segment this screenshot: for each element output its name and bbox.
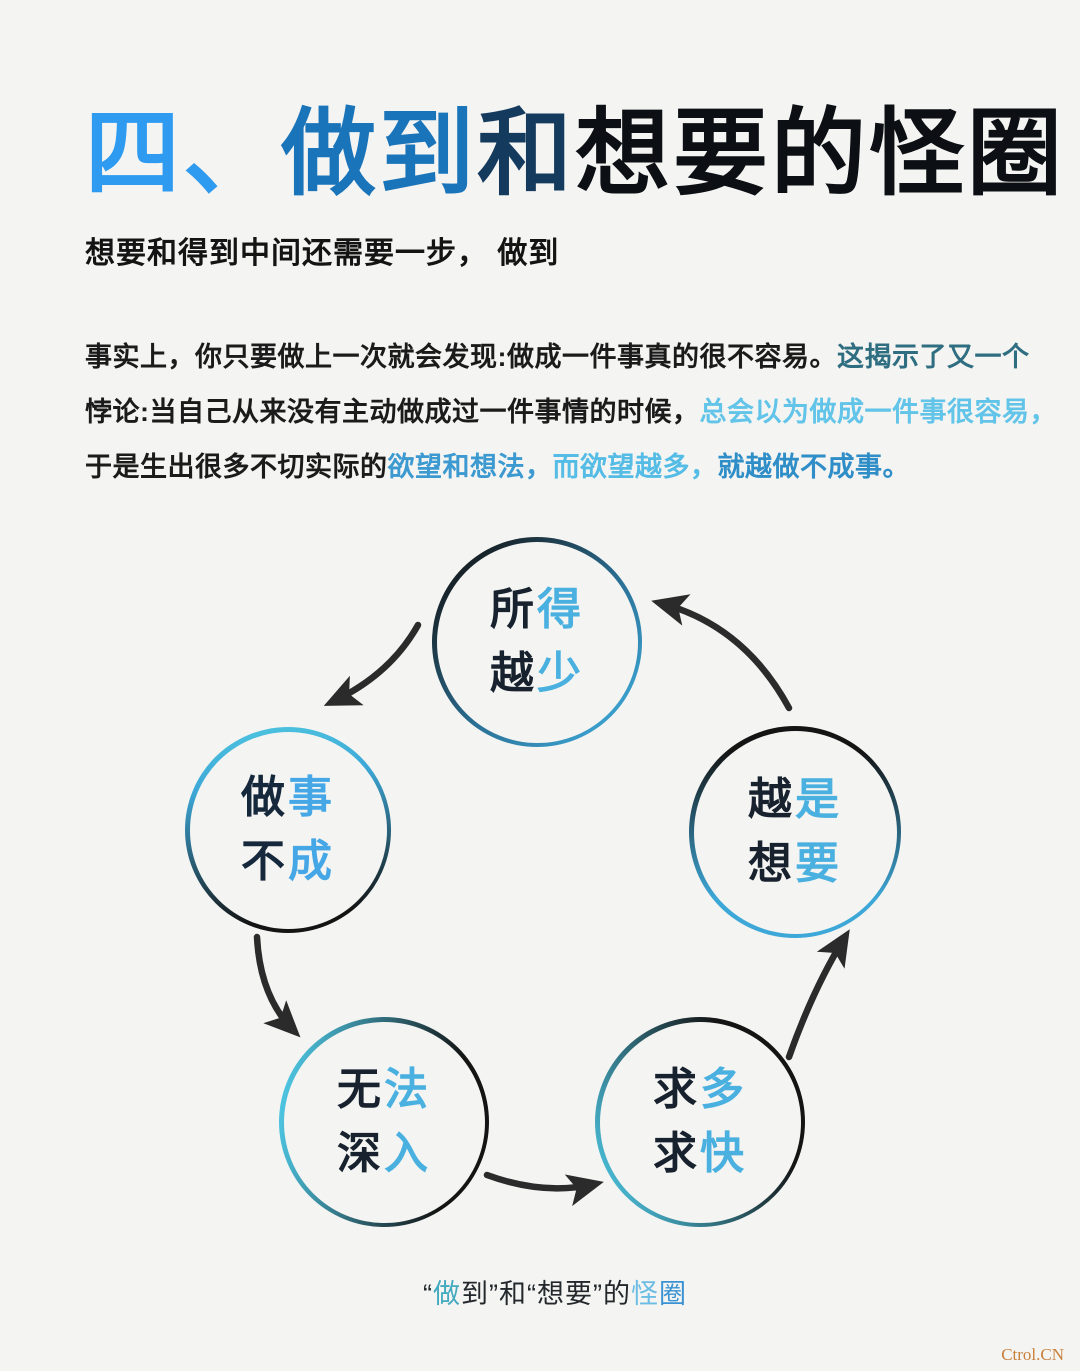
node-char: 无 <box>337 1065 384 1114</box>
node-text-line: 求快 <box>653 1122 747 1186</box>
paragraph-segment: 欲望和想法， <box>387 452 553 482</box>
paragraph-segment: 悖论:当自己从来没有主动做成过一件事情的时候， <box>85 397 700 427</box>
caption-segment: 怪 <box>630 1279 659 1309</box>
arrow-right-to-top-icon <box>651 594 793 712</box>
paragraph-line: 悖论:当自己从来没有主动做成过一件事情的时候，总会以为做成一件事很容易， <box>85 385 1057 440</box>
title-segment: 做到 <box>281 101 478 207</box>
node-char: 法 <box>384 1065 431 1114</box>
node-char: 入 <box>384 1129 431 1178</box>
diagram-node-gain-less: 所得 越少 <box>432 537 642 747</box>
title-segment: 想要的怪圈 <box>575 101 1066 207</box>
node-char: 得 <box>537 585 584 634</box>
paragraph-line: 事实上，你只要做上一次就会发现:做成一件事真的很不容易。这揭示了又一个 <box>85 330 1045 385</box>
node-text-line: 无法 <box>337 1058 431 1122</box>
node-char: 事 <box>288 773 335 822</box>
node-char: 多 <box>700 1065 747 1114</box>
node-char: 越 <box>748 775 795 824</box>
title-segment: 和 <box>477 101 576 207</box>
paragraph-line: 于是生出很多不切实际的欲望和想法，而欲望越多，就越做不成事。 <box>85 440 1045 495</box>
paragraph-segment: 就越做不成事。 <box>717 452 910 482</box>
watermark: Ctrol.CN <box>1001 1345 1064 1364</box>
paragraph-segment: 事实上，你只要做上一次就会发现:做成一件事真的很不容易。 <box>85 342 837 372</box>
page-title: 四、做到和想要的怪圈 <box>85 100 1065 209</box>
node-char: 不 <box>241 837 288 886</box>
caption-segment: “ <box>423 1279 433 1309</box>
paragraph-segment: 总会以为做成一件事很容易， <box>699 397 1057 427</box>
node-char: 要 <box>795 839 842 888</box>
title-segment: 四、 <box>85 101 282 207</box>
arrow-top-to-left-icon <box>323 621 422 706</box>
node-ring: 所得 越少 <box>432 537 642 747</box>
node-ring: 越是 想要 <box>689 726 901 938</box>
node-text-line: 越是 <box>748 768 842 832</box>
paragraph-segment: 而欲望越多， <box>552 452 718 482</box>
diagram-node-seek-more-seek-fast: 求多 求快 <box>595 1017 805 1227</box>
node-char: 越 <box>490 649 537 698</box>
node-text-line: 想要 <box>748 832 842 896</box>
node-char: 求 <box>653 1129 700 1178</box>
node-char: 所 <box>490 585 537 634</box>
diagram-node-fail-to-do: 做事 不成 <box>185 727 391 933</box>
node-text-line: 做事 <box>241 766 335 830</box>
node-text-line: 求多 <box>653 1058 747 1122</box>
node-char: 做 <box>241 773 288 822</box>
paragraph-segment: 这揭示了又一个 <box>837 342 1030 372</box>
caption-segment: 做 <box>433 1279 461 1309</box>
node-char: 想 <box>748 839 795 888</box>
node-ring: 无法 深入 <box>279 1017 489 1227</box>
caption-segment: 圈 <box>658 1279 687 1309</box>
arrow-bottomleft-to-bottomright-icon <box>483 1171 604 1207</box>
page-subtitle: 想要和得到中间还需要一步， 做到 <box>85 237 560 270</box>
node-text-line: 越少 <box>490 642 584 706</box>
node-char: 求 <box>653 1065 700 1114</box>
node-char: 成 <box>288 837 335 886</box>
diagram-caption: “做到”和“想要”的怪圈 <box>0 1272 1080 1311</box>
node-text-line: 所得 <box>490 578 584 642</box>
body-paragraph: 事实上，你只要做上一次就会发现:做成一件事真的很不容易。这揭示了又一个 悖论:当… <box>85 330 1057 495</box>
node-char: 少 <box>537 649 584 698</box>
node-text-line: 不成 <box>241 830 335 894</box>
node-text-line: 深入 <box>337 1122 431 1186</box>
node-ring: 求多 求快 <box>595 1017 805 1227</box>
diagram-node-cannot-go-deep: 无法 深入 <box>279 1017 489 1227</box>
diagram-node-want-more: 越是 想要 <box>689 726 901 938</box>
node-char: 快 <box>700 1129 747 1178</box>
paragraph-segment: 于是生出很多不切实际的 <box>85 452 388 482</box>
node-ring: 做事 不成 <box>185 727 391 933</box>
node-char: 深 <box>337 1129 384 1178</box>
node-char: 是 <box>795 775 842 824</box>
cycle-diagram: 所得 越少 做事 不成 越是 想要 无法 深入 <box>0 505 1080 1275</box>
caption-segment: 到”和“想要”的 <box>461 1279 631 1309</box>
